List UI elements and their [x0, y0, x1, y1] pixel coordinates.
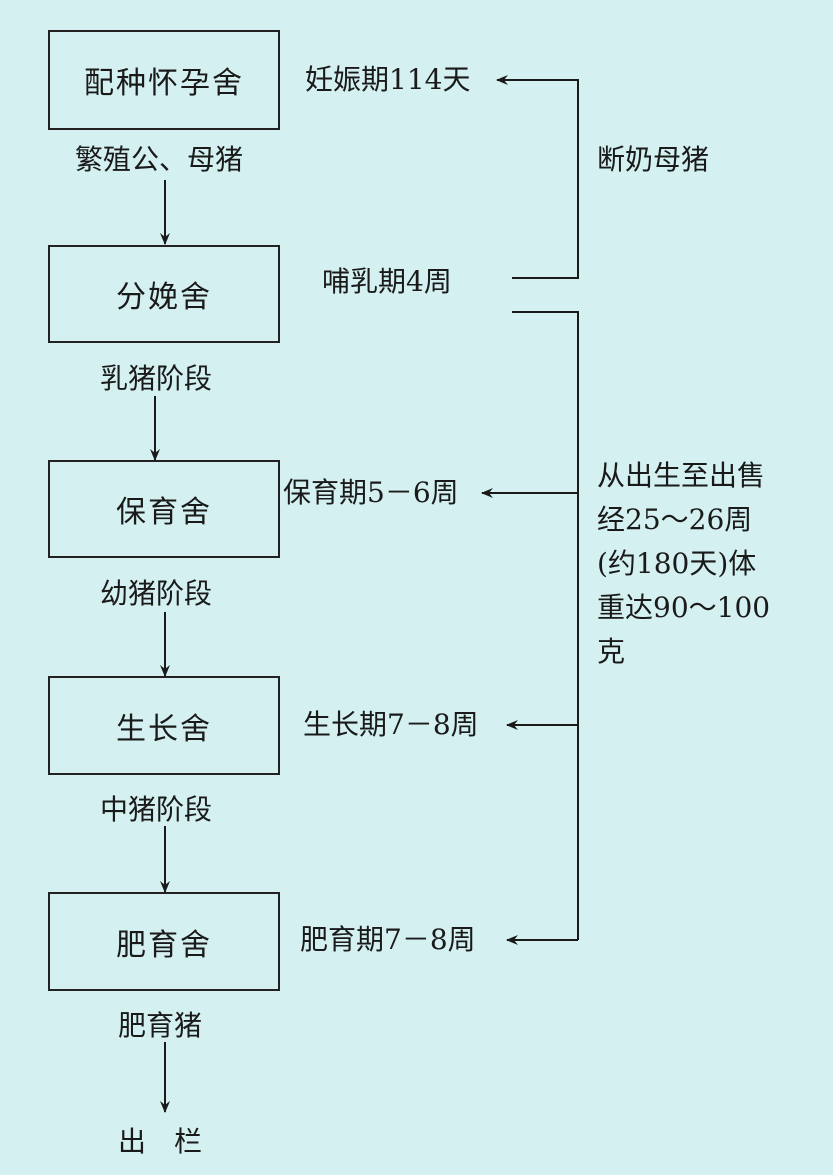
finisher-pig-label: 肥育猪: [118, 1009, 203, 1042]
nursery-period-label: 保育期5－6周: [283, 476, 459, 509]
house-label: 保育舍: [116, 495, 212, 530]
market-out-label: 出 栏: [118, 1125, 203, 1158]
summary-line: 重达90～100: [597, 591, 771, 624]
feedback-weaned-sow-line: [496, 75, 579, 279]
growth-summary-note: 从出生至出售 经25～26周 (约180天)体 重达90～100 克: [597, 454, 770, 674]
breeding-stock-label: 繁殖公、母猪: [75, 143, 244, 176]
box-breeding-gestation-house: 配种怀孕舍: [48, 30, 280, 130]
summary-line: 克: [597, 635, 626, 668]
house-label: 配种怀孕舍: [84, 66, 244, 101]
house-label: 肥育舍: [116, 927, 212, 963]
summary-line: (约180天)体: [597, 547, 757, 580]
lactation-period-label: 哺乳期4周: [322, 265, 452, 298]
weaned-sow-label: 断奶母猪: [597, 143, 710, 176]
gestation-period-label: 妊娠期114天: [305, 63, 471, 96]
box-farrowing-house: 分娩舍: [48, 245, 280, 343]
finisher-period-label: 肥育期7－8周: [300, 923, 476, 956]
box-finisher-house: 肥育舍: [48, 892, 280, 991]
weaner-stage-label: 幼猪阶段: [100, 577, 213, 610]
distribution-vertical-line: [512, 311, 579, 940]
suckling-stage-label: 乳猪阶段: [100, 362, 213, 395]
box-grower-house: 生长舍: [48, 676, 280, 775]
house-label: 生长舍: [116, 711, 212, 747]
house-label: 分娩舍: [116, 280, 212, 315]
middle-stage-label: 中猪阶段: [100, 793, 213, 826]
summary-line: 经25～26周: [597, 503, 753, 536]
box-nursery-house: 保育舍: [48, 460, 280, 558]
grower-period-label: 生长期7－8周: [303, 708, 479, 741]
summary-line: 从出生至出售: [597, 459, 766, 492]
